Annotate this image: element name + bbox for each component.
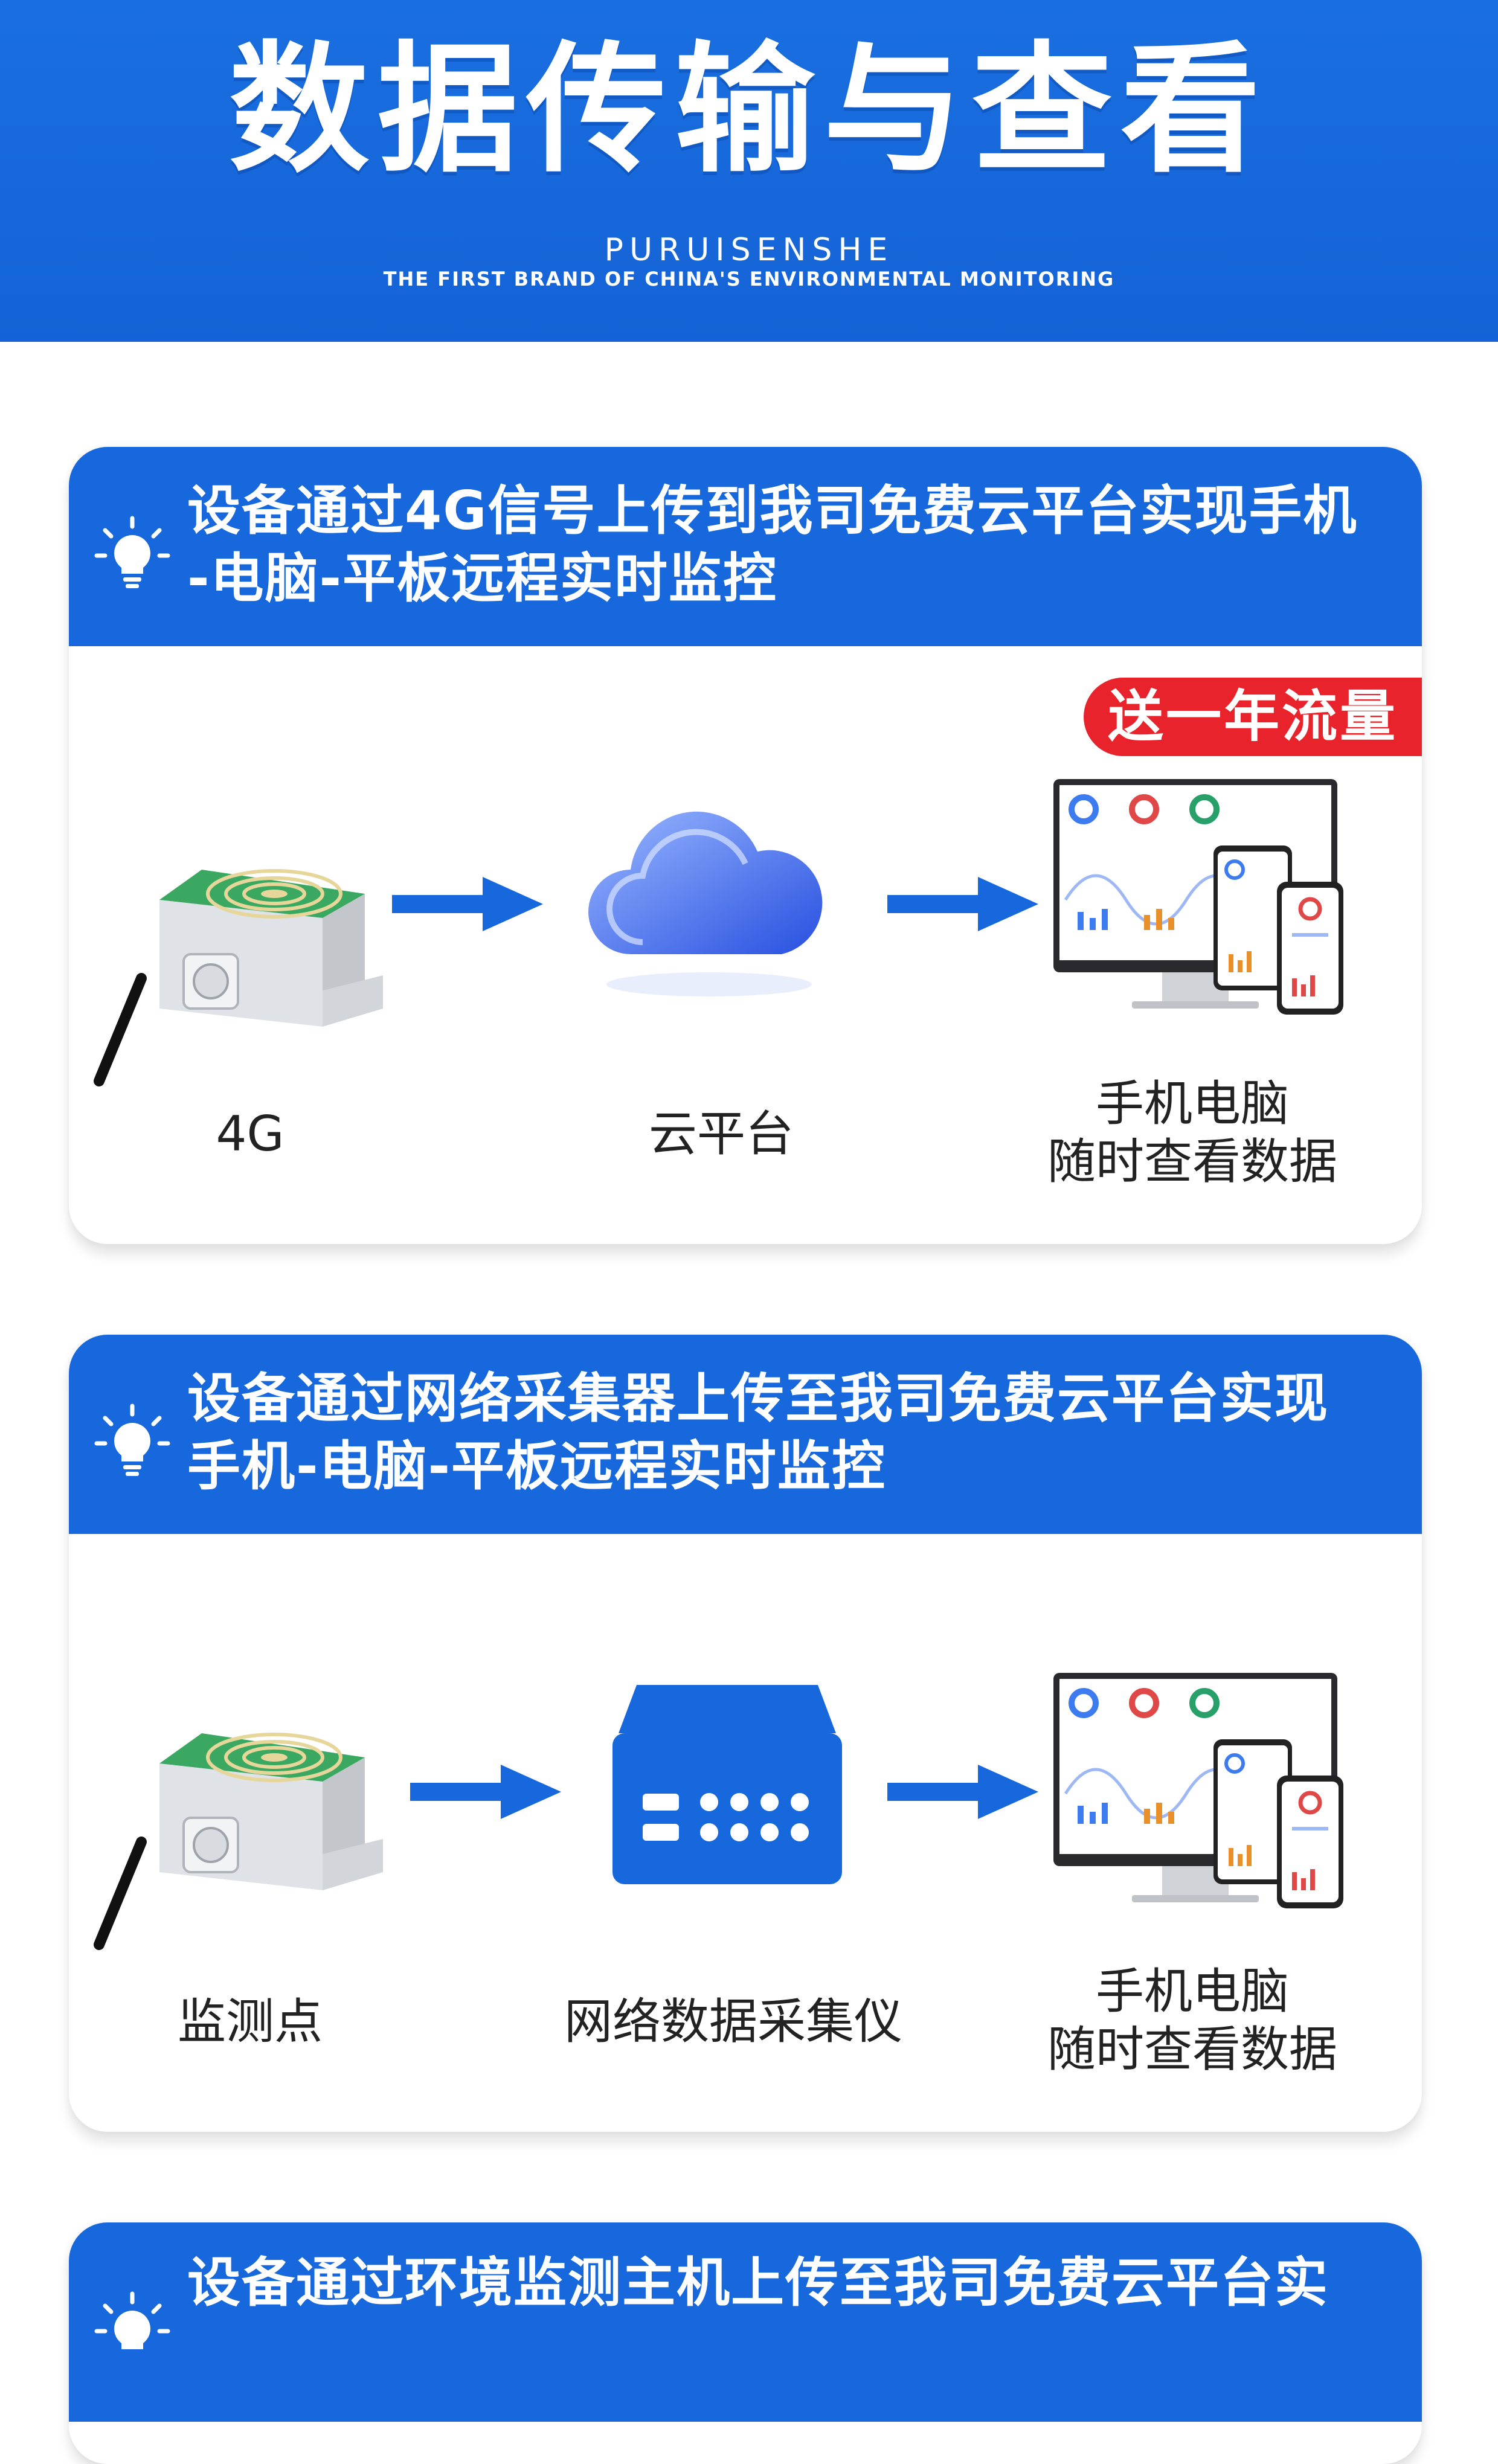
data-collector-icon	[612, 1685, 842, 1884]
card-title: 设备通过环境监测主机上传至我司免费云平台实	[187, 2249, 1401, 2317]
page-title: 数据传输与查看	[228, 28, 1269, 191]
step-label-line-2: 随时查看数据	[1047, 1134, 1337, 1190]
arrow-right-icon	[410, 1765, 561, 1819]
devices-dashboard-icon	[1053, 1673, 1343, 1908]
card-env-host: 设备通过环境监测主机上传至我司免费云平台实	[69, 2222, 1422, 2464]
step-label-collector: 网络数据采集仪	[564, 1994, 902, 2050]
card-header: 设备通过4G信号上传到我司免费云平台实现手机 -电脑-平板远程实时监控	[69, 447, 1422, 646]
arrow-right-icon	[887, 877, 1038, 931]
card-header: 设备通过网络采集器上传至我司免费云平台实现 手机-电脑-平板远程实时监控	[69, 1335, 1422, 1534]
sensor-device-icon	[94, 1733, 383, 1950]
step-label-line-1: 手机电脑	[1096, 1076, 1289, 1132]
step-label-monitoring-point: 监测点	[178, 1994, 323, 2050]
card-network-collector: 设备通过网络采集器上传至我司免费云平台实现 手机-电脑-平板远程实时监控	[69, 1335, 1422, 2132]
free-traffic-badge: 送一年流量	[1084, 678, 1422, 756]
card-title-line-2: 手机-电脑-平板远程实时监控	[187, 1435, 887, 1497]
step-label-line-1: 手机电脑	[1096, 1963, 1289, 2020]
card-title: 设备通过网络采集器上传至我司免费云平台实现 手机-电脑-平板远程实时监控	[187, 1365, 1401, 1500]
arrow-right-icon	[887, 1765, 1038, 1819]
step-label-line-2: 随时查看数据	[1047, 2021, 1337, 2077]
step-label-devices: 手机电脑 随时查看数据	[1011, 1963, 1374, 2079]
card-4g: 设备通过4G信号上传到我司免费云平台实现手机 -电脑-平板远程实时监控 送一年流…	[69, 447, 1422, 1244]
cloud-icon	[588, 811, 823, 996]
card-title-line-1: 设备通过环境监测主机上传至我司免费云平台实	[187, 2251, 1329, 2314]
card-title-line-2: -电脑-平板远程实时监控	[187, 547, 778, 609]
brand-slogan: THE FIRST BRAND OF CHINA'S ENVIRONMENTAL…	[383, 268, 1115, 290]
lightbulb-icon	[94, 2291, 170, 2349]
card-header: 设备通过环境监测主机上传至我司免费云平台实	[69, 2222, 1422, 2422]
step-label-4g: 4G	[216, 1106, 284, 1162]
card-title-line-1: 设备通过4G信号上传到我司免费云平台实现手机	[187, 480, 1358, 542]
page-header: 数据传输与查看 PURUISENSHE THE FIRST BRAND OF C…	[0, 0, 1498, 342]
brand-name: PURUISENSHE	[604, 232, 894, 268]
step-label-cloud: 云平台	[649, 1106, 794, 1162]
lightbulb-icon	[94, 1404, 170, 1476]
devices-dashboard-icon	[1053, 779, 1343, 1015]
sensor-device-icon	[94, 869, 383, 1086]
step-label-devices: 手机电脑 随时查看数据	[1011, 1075, 1374, 1191]
card-title: 设备通过4G信号上传到我司免费云平台实现手机 -电脑-平板远程实时监控	[187, 477, 1401, 612]
arrow-right-icon	[392, 877, 543, 931]
card-title-line-1: 设备通过网络采集器上传至我司免费云平台实现	[187, 1367, 1329, 1429]
lightbulb-icon	[94, 516, 170, 588]
